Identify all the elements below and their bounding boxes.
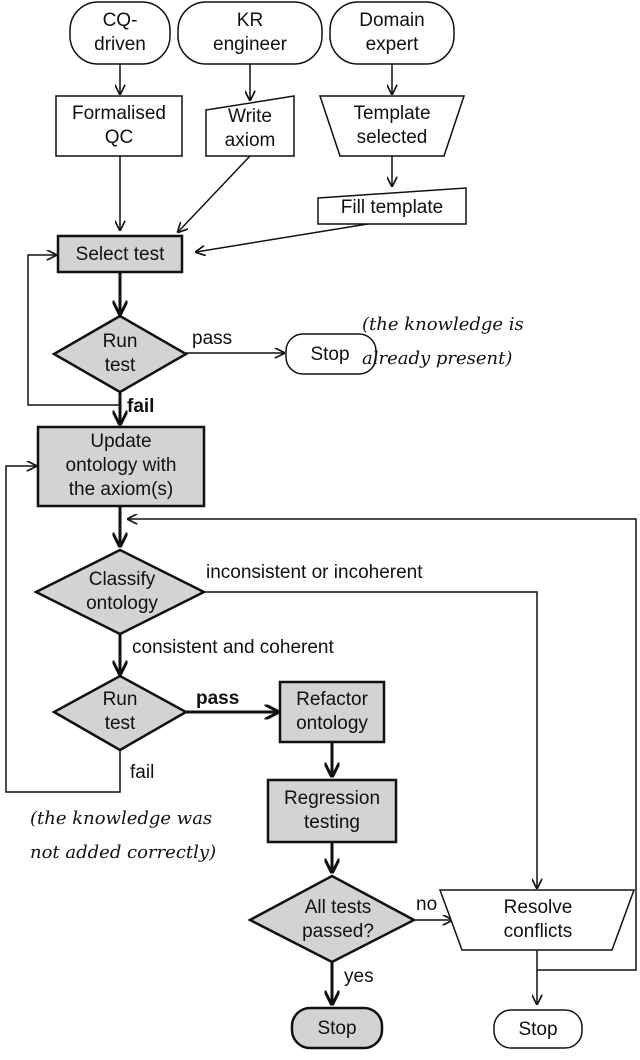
- edge-label-yes: yes: [344, 966, 374, 987]
- node-stop-3: Stop: [493, 1009, 583, 1049]
- node-label: Stop: [310, 344, 349, 365]
- edge-fill-to-select: [196, 221, 381, 252]
- edge-label-no: no: [416, 894, 437, 915]
- node-stop-1: Stop: [285, 333, 377, 375]
- node-stop-2: Stop: [290, 1006, 384, 1050]
- edge-label-pass-1: pass: [192, 328, 232, 349]
- node-label: Select test: [76, 244, 165, 265]
- node-label: Stop: [317, 1018, 356, 1039]
- node-select-test: Select test: [56, 234, 184, 274]
- edge-run2-loop-to-update: [5, 466, 121, 793]
- node-fill-template: Fill template: [317, 187, 467, 225]
- edge-label-consistent: consistent and coherent: [132, 637, 334, 658]
- edges: [5, 64, 637, 1004]
- node-label: CQ-driven: [94, 10, 146, 55]
- node-label: Stop: [518, 1019, 557, 1040]
- edge-label-fail-2: fail: [130, 762, 154, 783]
- edge-run1-loop-to-select: [27, 255, 120, 406]
- edge-resolve-loop-to-classify: [128, 519, 637, 971]
- edge-write-to-select: [178, 155, 251, 232]
- edge-label-inconsistent: inconsistent or incoherent: [206, 562, 423, 583]
- edge-label-pass-2: pass: [196, 688, 239, 709]
- node-label: Fill template: [341, 197, 443, 218]
- node-cq-driven: CQ-driven: [69, 1, 171, 65]
- edge-label-fail-1: fail: [127, 396, 154, 417]
- edge-classify-to-resolve: [204, 591, 537, 888]
